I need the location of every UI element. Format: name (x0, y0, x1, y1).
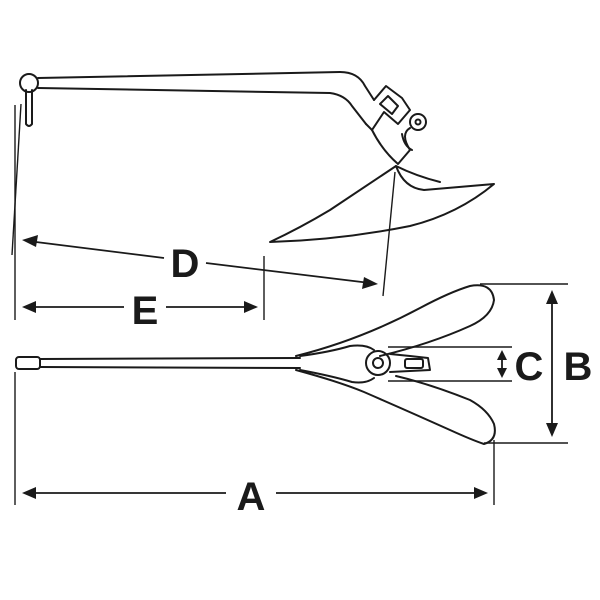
dim-d-arrow-left (22, 235, 38, 247)
top-pivot-hub (365, 350, 391, 376)
extension-lines (11, 103, 568, 505)
shackle-arm-inner (401, 133, 413, 151)
lower-fluke-inner (299, 369, 375, 384)
dim-d-line-right (205, 262, 371, 284)
dim-c-arrow-top (497, 350, 507, 360)
fluke-blade (269, 165, 495, 243)
shank-end-cap (15, 356, 41, 370)
anchor-top-view (15, 284, 496, 445)
dim-d-arrow-right (362, 277, 378, 289)
dim-e-arrow-right (244, 301, 258, 313)
label-e: E (132, 289, 159, 333)
ext-d-right (382, 171, 396, 297)
crown-slot (379, 95, 399, 115)
upper-fluke-arm (295, 284, 495, 357)
label-a: A (237, 475, 266, 519)
top-crown-slot (404, 358, 424, 369)
lower-fluke-arm (295, 369, 496, 445)
pivot-bolt (409, 113, 427, 131)
dimension-labels: D E A B C (132, 242, 593, 519)
anchor-side-view (19, 71, 495, 243)
top-pivot-center (372, 357, 384, 369)
dim-d-line-left (27, 240, 165, 259)
dim-c-arrow-bottom (497, 368, 507, 378)
top-shank (39, 357, 301, 369)
upper-fluke-inner (299, 344, 375, 357)
dim-e-arrow-left (22, 301, 36, 313)
pivot-bolt-hole (414, 118, 422, 126)
dim-b-arrow-top (546, 290, 558, 304)
shank-upper-edge (37, 71, 375, 101)
label-d: D (171, 242, 200, 286)
dim-a-arrow-right (474, 487, 488, 499)
ext-side-left-1 (11, 103, 22, 256)
shank-ring (19, 73, 39, 93)
fluke-ridge (395, 165, 441, 183)
crown-head (365, 85, 411, 131)
dimension-lines (22, 235, 558, 499)
top-crown-bracket (389, 353, 431, 373)
ring-pin (25, 89, 33, 127)
dim-a-arrow-left (22, 487, 36, 499)
shackle-arm (371, 127, 411, 165)
label-b: B (564, 345, 593, 389)
shank-lower-edge (37, 87, 367, 125)
dim-b-arrow-bottom (546, 423, 558, 437)
label-c: C (515, 345, 544, 389)
